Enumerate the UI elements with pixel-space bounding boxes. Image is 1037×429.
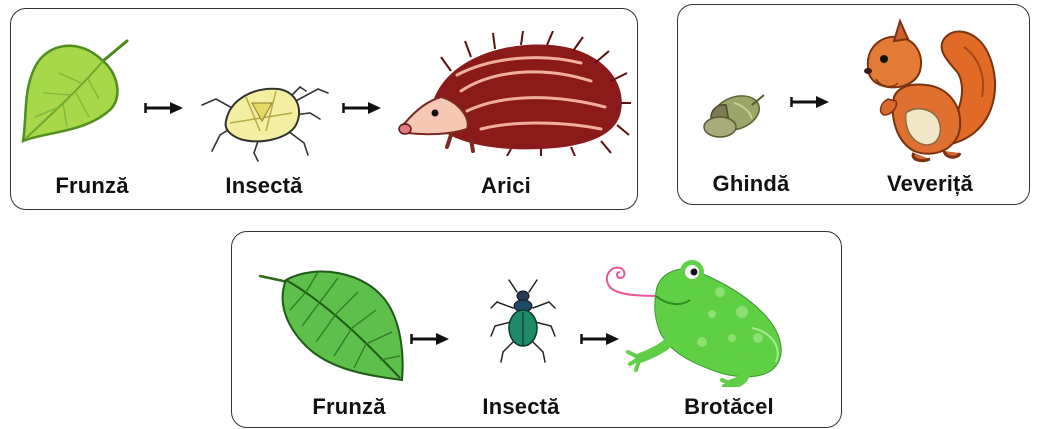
poplar-leaf-icon <box>19 37 129 145</box>
arrow-icon <box>144 101 184 115</box>
organism-label: Veveriță <box>887 171 973 197</box>
acorn-icon <box>698 83 768 141</box>
food-chain-panel-1: Frunză Insectă Arici <box>10 8 638 210</box>
organism-label: Arici <box>481 173 531 199</box>
shield-bug-icon <box>196 69 331 164</box>
organism-label: Insectă <box>225 173 302 199</box>
frog-icon <box>592 252 822 387</box>
organism-label: Ghindă <box>713 171 790 197</box>
organism-label: Frunză <box>312 394 385 420</box>
hedgehog-icon <box>391 31 631 156</box>
birch-leaf-icon <box>258 264 408 384</box>
organism-label: Insectă <box>482 394 559 420</box>
organism-label: Frunză <box>55 173 128 199</box>
organism-label: Brotăcel <box>684 394 774 420</box>
food-chain-panel-3: Frunză Insectă Brotăcel <box>231 231 842 428</box>
arrow-icon <box>342 101 382 115</box>
squirrel-icon <box>854 17 1004 167</box>
arrow-icon <box>790 95 830 109</box>
food-chain-panel-2: Ghindă Veveriță <box>677 4 1030 205</box>
arrow-icon <box>410 332 450 346</box>
beetle-icon <box>487 278 559 364</box>
